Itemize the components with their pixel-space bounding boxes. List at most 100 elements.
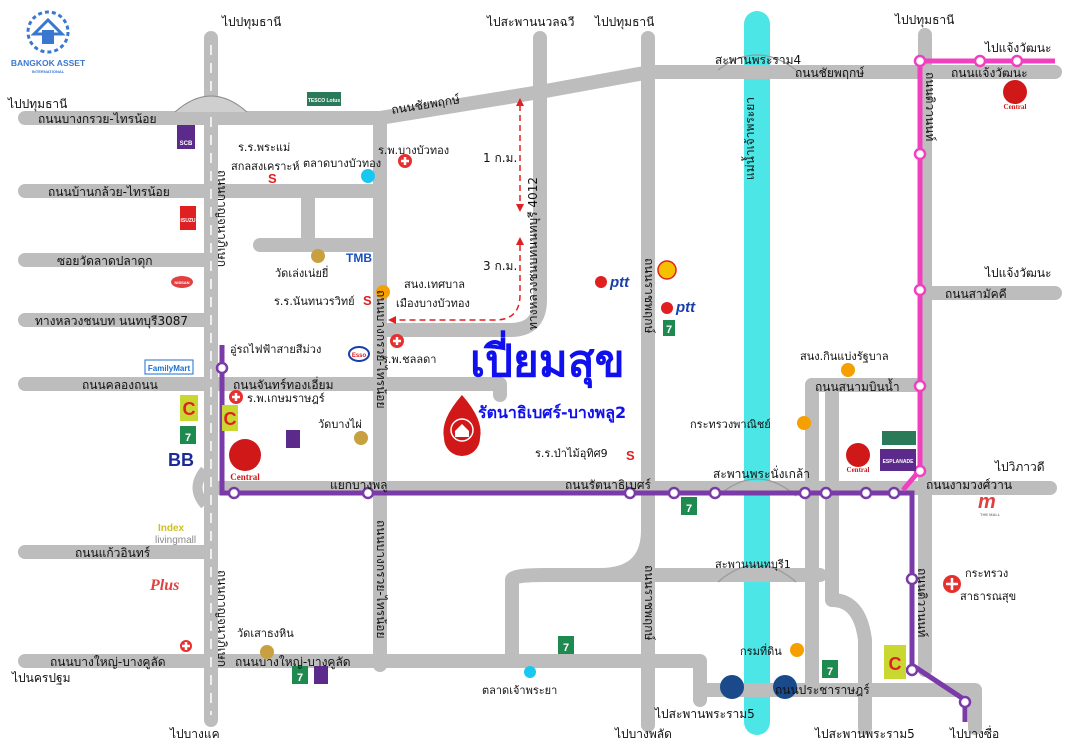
roads-ngamwongwan-label: ถนนงามวงศ์วาน <box>926 478 1012 492</box>
distances-d3-label: 3 ก.ม. <box>483 259 517 273</box>
purple-stations <box>215 361 972 709</box>
roads-kanchanaphisek-1-label: ถนนกาญจนาภิเษก <box>215 170 229 267</box>
distances-d1-label: 1 ก.ม. <box>483 151 517 165</box>
roads-chan-thong-iam-label: ถนนจันทร์ทองเอี่ยม <box>233 376 334 392</box>
roads-banklua-label: ถนนบ้านกล้วย-ไทรน้อย <box>48 185 170 199</box>
places-phramae-2-label: สกลสงเคราะห์ <box>231 160 300 173</box>
office-dot-icon <box>376 285 390 299</box>
logos-thewall-label: THE MALL <box>980 512 1001 517</box>
logos-isuzu-label: ISUZU <box>181 218 196 224</box>
directions-bang-khae-label: ไปบางแค <box>169 727 220 741</box>
roads-soi-latpladuk-label: ซอยวัดลาดปลาดุก <box>57 254 153 269</box>
office-dot-icon <box>790 643 804 657</box>
bridges-nonthaburi1-label: สะพานนนทบุรี1 <box>715 558 791 571</box>
logos-central-label: Central <box>230 472 260 482</box>
roads-kanchanaphisek-2-label: ถนนกาญจนาภิเษก <box>215 570 229 667</box>
office-dot-icon <box>841 363 855 377</box>
logos-seven-label: 7 <box>827 666 833 678</box>
roads-bangyai-1-label: ถนนบางใหญ่-บางคูลัด <box>50 655 166 670</box>
places-hosp-bbt-label: ร.พ.บางบัวทอง <box>378 144 449 157</box>
svg-text:S: S <box>626 448 635 463</box>
roads-ratchaphruek-1-label: ถนนราชพฤกษ์ <box>642 258 656 334</box>
bridges-nangklao-label: สะพานพระนั่งเกล้า <box>713 465 810 481</box>
directions-chaeng-1-label: ไปแจ้งวัฒนะ <box>984 41 1052 55</box>
svg-text:S: S <box>363 293 372 308</box>
project-title: เปี่ยมสุข <box>470 330 625 389</box>
logos-central-label: Central <box>1004 103 1027 111</box>
bridges-rama4-label: สะพานพระราม4 <box>715 53 801 67</box>
roads-chaengwattana-label: ถนนแจ้งวัฒนะ <box>951 66 1028 80</box>
roads-route4012-label: ทางหลวงชนบทนนทบุรี 4012 <box>526 177 541 330</box>
logos-ptt-label: ptt <box>675 299 696 316</box>
directions-vibhavadi-label: ไปวิภาวดี <box>994 460 1045 474</box>
places-chollada-label: ร.พ.ชลลดา <box>382 353 436 366</box>
river-label: แม่น้ำเจ้าพระยา <box>741 97 757 180</box>
logos-seven-label: 7 <box>666 324 672 336</box>
roads-kaew-in-label: ถนนแก้วอินทร์ <box>75 546 151 560</box>
logos-plus-label: Plus <box>149 577 179 594</box>
svg-text:m: m <box>978 491 996 513</box>
places-talat-bbt-label: ตลาดบางบัวทอง <box>303 157 381 170</box>
roads-bangkruai-v1-label: ถนนบางกรวย-ไทรน้อย <box>374 290 388 409</box>
school-icons: S S S <box>268 171 635 463</box>
logos-central-label: Central <box>847 466 870 474</box>
hospital-crosses <box>182 157 958 650</box>
roads-tiwanon-1-label: ถนนติวานนท์ <box>923 72 937 141</box>
pink-line <box>901 54 1055 492</box>
places-wat-saothong-label: วัดเสาธงหิน <box>237 627 294 640</box>
brand-logos: SCB TESCO Lotus ESPLANADE ISUZU NISSAN T… <box>144 80 1027 699</box>
logos-bigc-label: C <box>183 399 196 419</box>
brand-name: BANGKOK ASSET <box>11 58 86 68</box>
roads-bangyai-2-label: ถนนบางใหญ่-บางคูลัด <box>235 655 351 670</box>
directions-rama5-a-label: ไปสะพานพระราม5 <box>654 707 755 721</box>
places-nantha-label: ร.ร.นันทนวรวิทย์ <box>274 295 355 308</box>
directions-bang-phlat-label: ไปบางพลัด <box>614 727 672 741</box>
places-health-2-label: สาธารณสุข <box>960 590 1016 603</box>
logos-bb-label: BB <box>168 450 194 470</box>
logos-esso-label: Esso <box>352 353 367 359</box>
logos-seven-label: 7 <box>185 432 191 444</box>
roads-chaiyaphruek-2-label: ถนนชัยพฤกษ์ <box>795 66 864 80</box>
roads-sanambinnam-label: ถนนสนามบินน้ำ <box>815 378 900 394</box>
places-talat-cp-label: ตลาดเจ้าพระยา <box>482 684 557 697</box>
office-dot-icon <box>797 416 811 430</box>
roads-samakkhi-label: ถนนสามัคคี <box>945 287 1007 301</box>
roads-route3087-label: ทางหลวงชนบท นนทบุรี3087 <box>35 314 188 329</box>
directions-chaeng-2-label: ไปแจ้งวัฒนะ <box>984 266 1052 280</box>
roads-pracharat-label: ถนนประชาราษฎร์ <box>775 683 870 697</box>
logos-seven-label: 7 <box>297 672 303 684</box>
map-labels: ไปปทุมธานี ไปสะพานนวลฉวี ไปปทุมธานี ไปปท… <box>7 13 1052 741</box>
logos-esplanade-label: ESPLANADE <box>883 459 915 465</box>
places-land-dept-label: กรมที่ดิน <box>740 643 782 658</box>
places-lottery-label: สนง.กินแบ่งรัฐบาล <box>800 350 889 363</box>
logos-livingmall-label: livingmall <box>155 535 196 546</box>
places-wat-leng-label: วัดเล่งเน่ยยี่ <box>275 265 328 280</box>
bangkok-asset-logo: BANGKOK ASSET INTERNATIONAL <box>11 10 86 74</box>
project-marker: เปี่ยมสุข รัตนาธิเบศร์-บางพลู2 <box>443 330 626 456</box>
logos-ptt-label: ptt <box>609 274 630 291</box>
logos-scb-label: SCB <box>180 141 193 147</box>
temple-icons <box>260 249 368 659</box>
interchange-overpass <box>174 95 248 113</box>
places-municipal-1-label: สนง.เทศบาล <box>404 278 465 291</box>
central-logos <box>229 80 1027 471</box>
directions-bang-sue-label: ไปบางซื่อ <box>949 725 999 741</box>
directions-left-pathum-label: ไปปทุมธานี <box>7 97 67 112</box>
roads-tiwanon-2-label: ถนนติวานนท์ <box>915 568 929 637</box>
directions-top-nuanchawi-label: ไปสะพานนวลฉวี <box>486 15 574 29</box>
roads-khlong-thanon-label: ถนนคลองถนน <box>82 378 158 392</box>
logos-bigc-label: C <box>889 654 902 674</box>
places-phramae-1-label: ร.ร.พระแม่ <box>238 141 290 154</box>
svg-text:S: S <box>268 171 277 186</box>
distance-arrows <box>395 105 521 321</box>
brand-sub: INTERNATIONAL <box>32 69 65 74</box>
logos-nissan-label: NISSAN <box>174 280 189 285</box>
directions-rama5-b-label: ไปสะพานพระราม5 <box>814 727 915 741</box>
places-health-1-label: กระทรวง <box>965 567 1008 580</box>
roads-bangkruai-sainoi-label: ถนนบางกรวย-ไทรน้อย <box>38 112 157 126</box>
places-municipal-2-label: เมืองบางบัวทอง <box>396 297 470 310</box>
directions-top-pathum-2-label: ไปปทุมธานี <box>594 15 654 30</box>
logos-bigc-label: C <box>224 409 237 429</box>
roads-bangkruai-v2-label: ถนนบางกรวย-ไทรน้อย <box>374 520 388 639</box>
